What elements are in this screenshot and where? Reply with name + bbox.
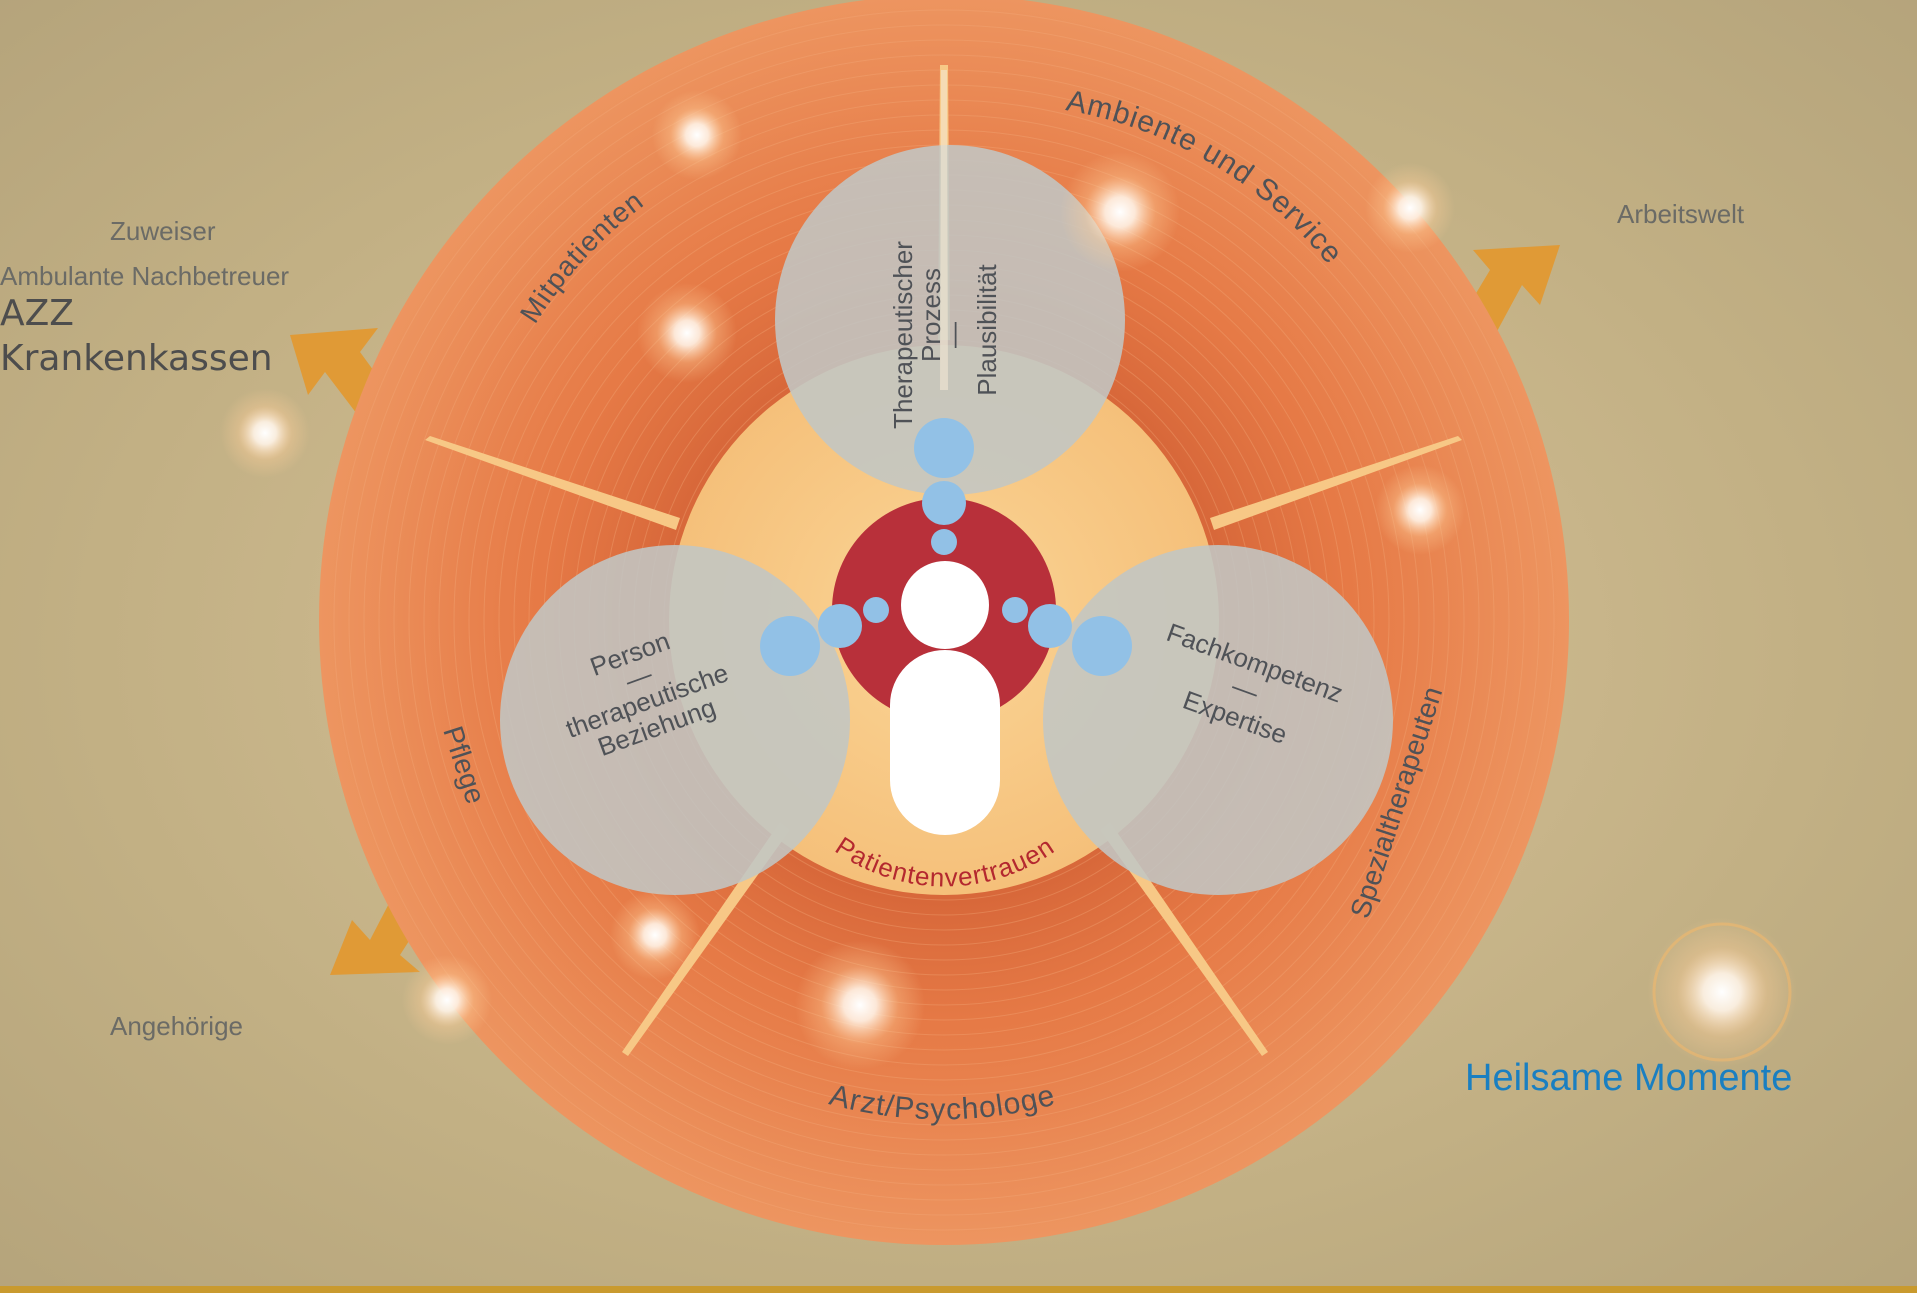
person-figure (890, 561, 1000, 835)
label-arbeitswelt: Arbeitswelt (1617, 199, 1745, 229)
svg-text:Therapeutischer: Therapeutischer (888, 241, 918, 429)
circle-top (775, 145, 1125, 495)
svg-text:—: — (938, 322, 968, 348)
label-krankenkassen: Krankenkassen (0, 338, 273, 379)
circle-right (1043, 545, 1393, 895)
label-angehoerige: Angehörige (110, 1011, 243, 1041)
label-azz: AZZ (0, 293, 74, 334)
bottom-border (0, 1286, 1917, 1293)
circle-top-text: Therapeutischer Prozess — Plausibilität (888, 241, 1002, 429)
label-ambulante-nachbetreuer: Ambulante Nachbetreuer (0, 261, 289, 291)
label-heilsame-momente: Heilsame Momente (1465, 1057, 1792, 1099)
svg-text:Plausibilität: Plausibilität (972, 263, 1002, 395)
glow-points (220, 90, 1797, 1070)
connector-dots (760, 418, 1132, 676)
spoke-top-over (940, 70, 948, 390)
svg-text:Prozess: Prozess (916, 268, 946, 362)
circle-left (500, 545, 850, 895)
label-zuweiser: Zuweiser (110, 216, 216, 246)
